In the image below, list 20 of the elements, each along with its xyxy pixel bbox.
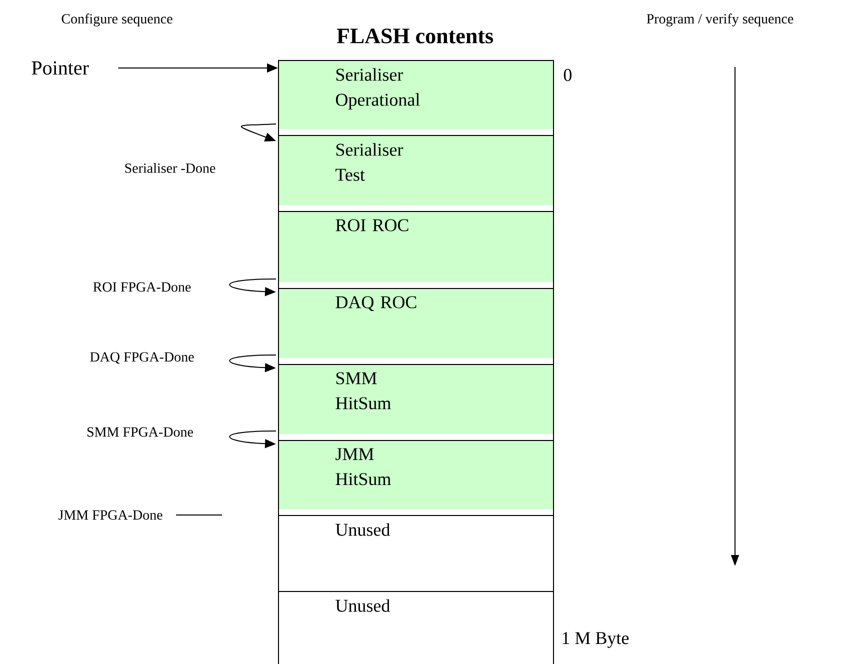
memory-segment: Serialiser Operational bbox=[278, 60, 554, 136]
edge-label: ROI FPGA-Done bbox=[92, 281, 192, 293]
memory-segment: Unused bbox=[278, 591, 554, 664]
edge-label: Serialiser -Done bbox=[123, 162, 217, 174]
edge-label: SMM FPGA-Done bbox=[86, 426, 194, 438]
memory-segment: Serialiser Test bbox=[278, 135, 554, 212]
edge-label: DAQ FPGA-Done bbox=[88, 351, 196, 365]
memory-segment: ROI ROC bbox=[278, 211, 554, 289]
title: FLASH contents bbox=[336, 28, 493, 44]
memory-segment: Unused bbox=[278, 515, 554, 592]
done-signal-label: JMM FPGA-Done bbox=[58, 510, 162, 520]
arrow bbox=[240, 124, 276, 142]
leader-line bbox=[176, 514, 223, 516]
address-label: 1 M Byte bbox=[562, 632, 629, 648]
memory-segment: SMM HitSum bbox=[278, 364, 554, 441]
memory-segment: JMM HitSum bbox=[278, 440, 554, 516]
pointer-label: Pointer bbox=[32, 61, 89, 75]
memory-segment: DAQ ROC bbox=[278, 288, 554, 365]
heading-label: Program / verify sequence bbox=[646, 14, 794, 26]
heading-label: Configure sequence bbox=[62, 14, 172, 26]
